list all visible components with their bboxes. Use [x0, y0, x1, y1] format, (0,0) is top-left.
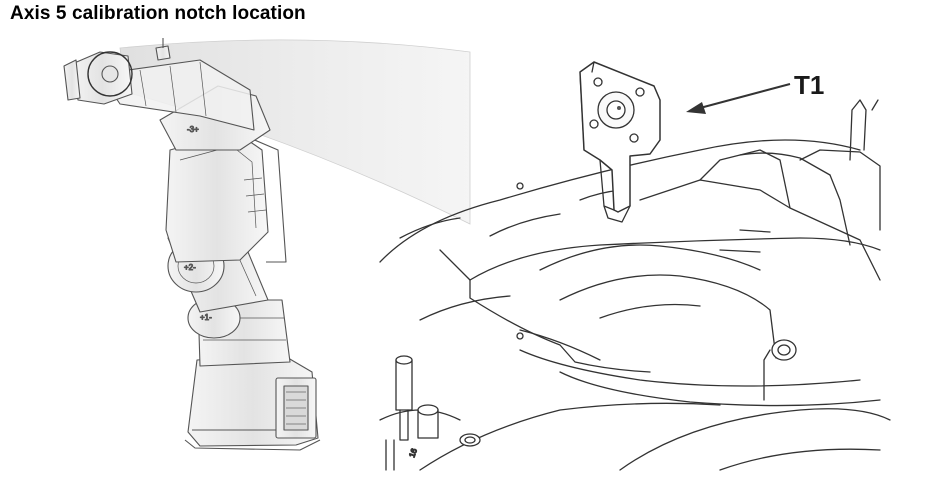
detail-view: 16	[379, 61, 891, 471]
detail-mark-16: 16	[407, 447, 419, 459]
t1-label: T1	[794, 70, 824, 100]
axis2-mark: +2-	[184, 263, 196, 272]
axis1-mark: +1-	[200, 313, 212, 322]
axis3-mark: -3+	[187, 125, 199, 134]
page-title: Axis 5 calibration notch location	[10, 3, 306, 24]
t1-bracket	[579, 61, 661, 213]
robot-arm: +1- +2- -3+	[63, 38, 321, 451]
t1-callout: T1	[686, 70, 824, 114]
